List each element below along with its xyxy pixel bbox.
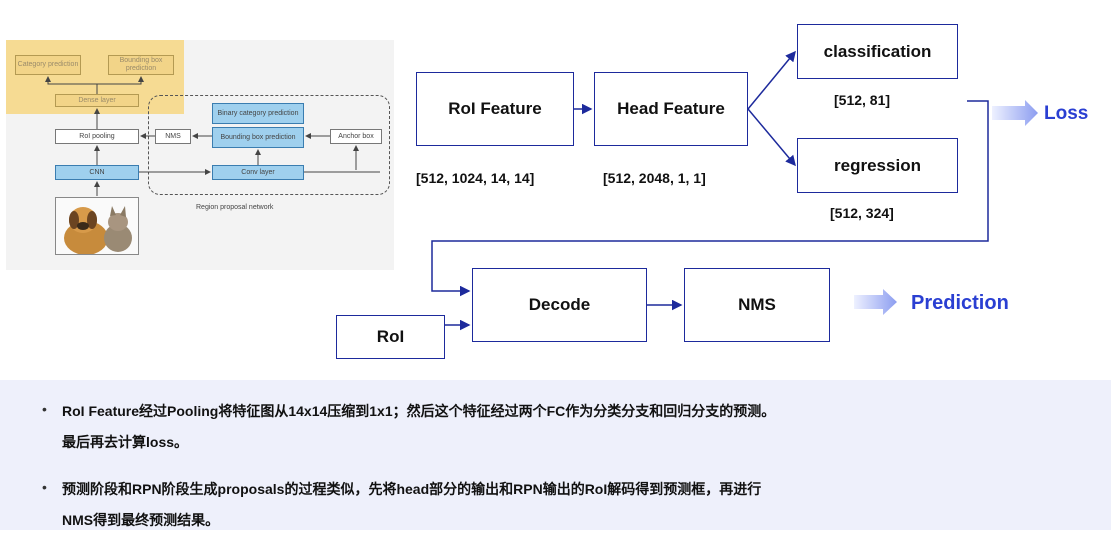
rpn-region [148, 95, 390, 195]
bbox-prediction-top-box: Bounding box prediction [108, 55, 174, 75]
reference-arrows [45, 76, 380, 196]
notes-panel [0, 380, 1111, 530]
note-1-line-2: 最后再去计算loss。 [62, 434, 189, 450]
dog-cat-photo [55, 197, 139, 255]
roi-feature-shape: [512, 1024, 14, 14] [416, 170, 535, 186]
roi-feature-box: RoI Feature [416, 72, 574, 146]
note-2-line-1: 预测阶段和RPN阶段生成proposals的过程类似，先将head部分的输出和R… [62, 481, 762, 497]
ref-nms-box: NMS [155, 129, 191, 144]
regression-shape: [512, 324] [830, 205, 894, 221]
note-bullet-2: • [42, 479, 47, 495]
head-feature-shape: [512, 2048, 1, 1] [603, 170, 706, 186]
classification-shape: [512, 81] [834, 92, 891, 108]
regression-box: regression [797, 138, 958, 193]
loss-arrow [992, 100, 1038, 126]
nms-box: NMS [684, 268, 830, 342]
bbox-prediction-rpn-box: Bounding box prediction [212, 127, 304, 148]
anchor-box-box: Anchor box [330, 129, 382, 144]
loss-label: Loss [1044, 103, 1089, 124]
note-2-line-2: NMS得到最终预测结果。 [62, 512, 220, 528]
category-prediction-box: Category prediction [15, 55, 81, 75]
dense-layer-box: Dense layer [55, 94, 139, 107]
note-bullet-1: • [42, 401, 47, 417]
rpn-label: Region proposal network [196, 204, 274, 211]
roi-box: RoI [336, 315, 445, 359]
roi-pooling-box: RoI pooling [55, 129, 139, 144]
conv-layer-box: Conv layer [212, 165, 304, 180]
classification-box: classification [797, 24, 958, 79]
prediction-label: Prediction [911, 292, 1009, 314]
prediction-arrow [854, 289, 897, 315]
flow-arrows [431, 50, 1038, 331]
decode-box: Decode [472, 268, 647, 342]
note-1-line-1: RoI Feature经过Pooling将特征图从14x14压缩到1x1；然后这… [62, 403, 776, 419]
head-feature-box: Head Feature [594, 72, 748, 146]
binary-category-box: Binary category prediction [212, 103, 304, 124]
cnn-box: CNN [55, 165, 139, 180]
